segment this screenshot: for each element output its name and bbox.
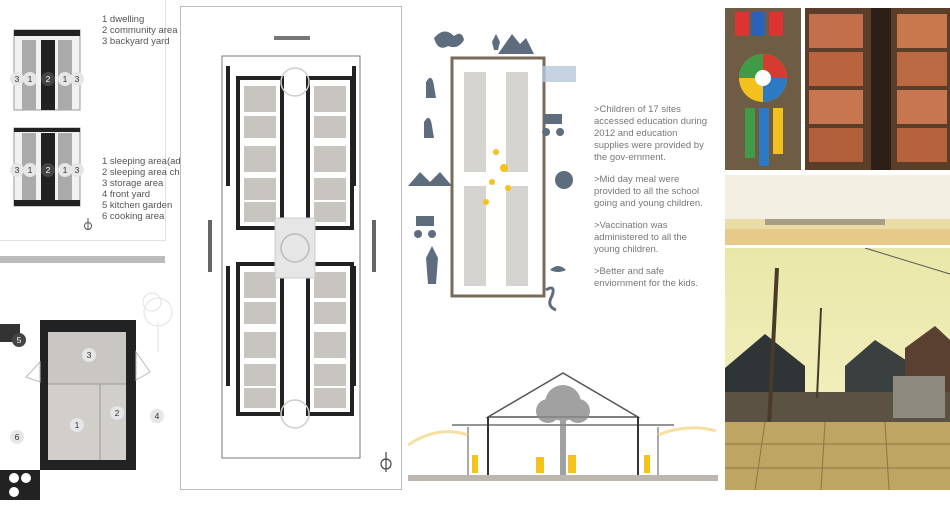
legend-item: 3 backyard yard	[102, 36, 170, 47]
family-icon	[426, 246, 438, 284]
tree-icon	[536, 385, 590, 475]
splash-icon	[434, 31, 464, 48]
plan-label: 1	[70, 418, 84, 432]
cluster-unit-diagram: 3 1 2 1 3 3 1 2 1 3 1 dwelling 2 communi…	[0, 0, 199, 241]
activity-diagram	[404, 20, 589, 320]
kneeling-figure-icon	[424, 117, 434, 138]
north-arrow-small	[84, 218, 92, 230]
note-item: >Better and safe enviornment for the kid…	[594, 266, 699, 289]
dwelling-plan-svg	[0, 256, 173, 500]
kneeling-figure-icon	[426, 77, 436, 98]
site-cluster-plan	[180, 6, 402, 490]
unit-marker: 1	[23, 72, 37, 86]
signboard-icon	[542, 66, 576, 82]
bird-icon	[550, 266, 566, 272]
unit-marker: 2	[41, 72, 55, 86]
snake-icon	[545, 286, 557, 312]
notes-text: >Children of 17 sites accessed education…	[594, 104, 714, 300]
unit-marker: 1	[58, 72, 72, 86]
legend-item: 3 storage area	[102, 178, 164, 189]
section-drawing-svg	[407, 372, 718, 481]
brick-wall-svg	[805, 8, 950, 170]
photo-settlement-wide	[725, 175, 950, 245]
legend-item: 6 cooking area	[102, 211, 165, 222]
plan-label: 6	[10, 430, 24, 444]
cluster-block-top-left	[236, 76, 284, 230]
huts-icon	[408, 172, 452, 186]
activity-diagram-svg	[408, 31, 576, 312]
legend-item: 1 sleeping area(adults)	[102, 156, 199, 167]
plan-label: 2	[110, 406, 124, 420]
plan-label: 3	[82, 348, 96, 362]
unit-layout-top	[13, 29, 81, 111]
unit-marker: 3	[70, 72, 84, 86]
legend-item: 5 kitchen garden	[102, 200, 173, 211]
village-street-svg	[725, 248, 950, 490]
tree-icon	[280, 233, 310, 263]
legend-item: 4 front yard	[102, 189, 151, 200]
unit-marker: 3	[70, 163, 84, 177]
tractor-icon	[542, 114, 565, 136]
north-arrow-icon	[380, 452, 392, 472]
dancers-icon	[492, 34, 500, 50]
photo-brick-wall	[805, 8, 950, 170]
site-cluster-plan-svg	[180, 6, 402, 490]
unit-marker: 2	[41, 163, 55, 177]
tree-icon	[280, 399, 310, 429]
tree-icon	[280, 67, 310, 97]
section-drawing	[407, 365, 718, 485]
cluster-block-bottom-right	[306, 262, 354, 416]
legend-item: 2 sleeping area child	[102, 167, 190, 178]
legend-top: 1 dwelling 2 community area 3 backyard y…	[102, 14, 178, 47]
unit-marker: 1	[23, 163, 37, 177]
photo-village-street	[725, 248, 950, 490]
wind-chime-svg	[735, 12, 787, 166]
cluster-block-bottom-left	[236, 262, 284, 416]
photo-wind-chime	[725, 8, 801, 170]
dwelling-plan: 5 3 1 2 4 6	[0, 252, 178, 500]
mountain-icon	[498, 34, 534, 54]
note-item: >Vaccination was administered to all the…	[594, 220, 687, 255]
unit-marker: 3	[10, 72, 24, 86]
plan-label: 4	[150, 409, 164, 423]
legend-bottom: 1 sleeping area(adults) 2 sleeping area …	[102, 156, 199, 222]
tractor-icon	[414, 216, 437, 238]
unit-marker: 3	[10, 163, 24, 177]
sun-icon	[555, 171, 573, 189]
plan-label: 5	[12, 333, 26, 347]
note-item: >Mid day meal were provided to all the s…	[594, 174, 703, 209]
tree-sketch	[142, 292, 173, 352]
legend-item: 1 dwelling	[102, 14, 145, 25]
unit-marker: 1	[58, 163, 72, 177]
cluster-block-top-right	[306, 76, 354, 230]
children-figures	[483, 149, 511, 205]
settlement-wide-svg	[725, 175, 950, 245]
legend-item: 2 community area	[102, 25, 178, 36]
note-item: >Children of 17 sites accessed education…	[594, 104, 708, 163]
